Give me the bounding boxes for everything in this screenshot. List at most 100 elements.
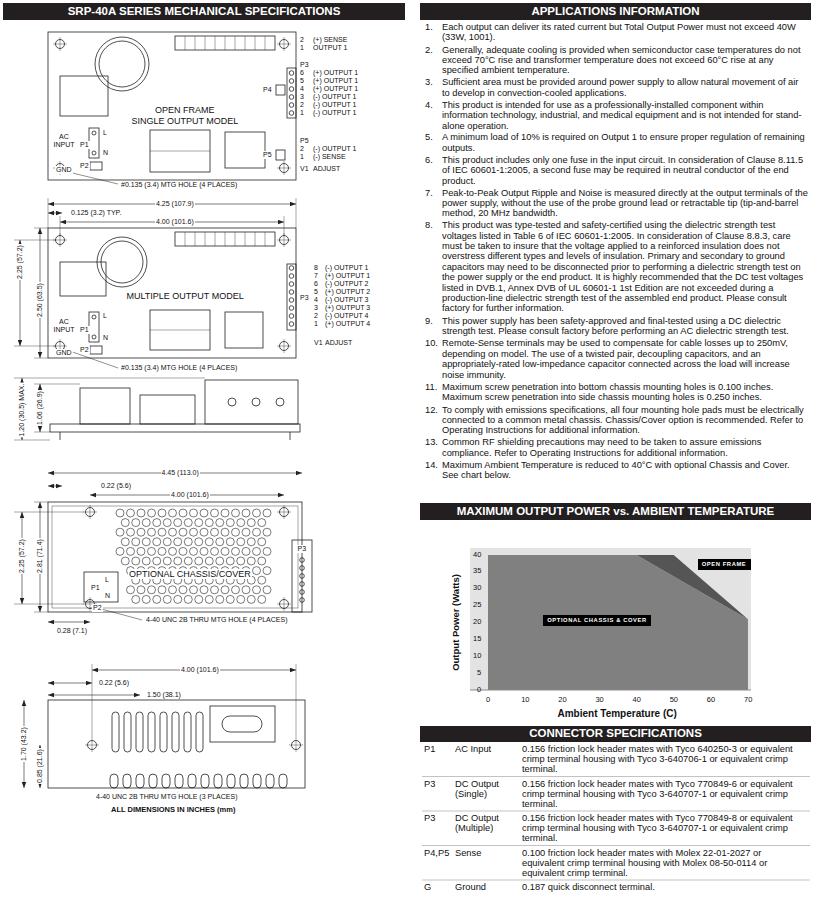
input-label: INPUT <box>53 326 76 334</box>
vent-hole <box>258 595 266 603</box>
vent-hole <box>216 557 224 565</box>
connector-pin <box>289 95 294 100</box>
connector-pin <box>289 290 294 295</box>
pin-signal: (+) SENSE <box>312 36 348 44</box>
center-mark <box>284 339 285 353</box>
terminal-name: L <box>102 312 108 320</box>
input-connector <box>89 128 99 158</box>
vent-hole <box>142 519 150 527</box>
dimension: 0.85 (21.6) <box>36 748 44 784</box>
vent-hole <box>153 557 161 565</box>
axis-title: Ambient Temperature (C) <box>558 708 677 720</box>
dimension: 2.25 (57.2) <box>16 244 24 280</box>
table-cell: Sense <box>455 848 519 858</box>
note-number: 3. <box>425 77 433 87</box>
vent-hole <box>190 509 198 517</box>
vent-hole <box>263 547 271 555</box>
note-number: 4. <box>425 100 433 110</box>
heat-sink-fin <box>245 36 246 50</box>
component <box>225 132 265 168</box>
vent-hole <box>216 538 224 546</box>
vent-hole <box>247 538 255 546</box>
pin-number: 6 <box>299 69 305 77</box>
pin-signal: (+) OUTPUT 1 <box>312 77 359 85</box>
connector-pin <box>300 590 305 595</box>
dimension: 1.70 (43.2) <box>20 726 28 762</box>
connector-pin <box>289 87 294 92</box>
table-cell: P4,P5 <box>424 848 449 858</box>
connector-pin <box>289 266 294 271</box>
vent-slot <box>124 712 131 752</box>
vent-hole <box>142 557 150 565</box>
vent-hole <box>190 586 198 594</box>
note-text: Peak-to-Peak Output Ripple and Noise is … <box>442 188 808 219</box>
center-mark <box>92 738 93 752</box>
table-cell: 0.156 friction lock header mates with Ty… <box>522 813 806 844</box>
dimension-line <box>48 213 62 214</box>
dimension: 4.00 (101.6) <box>170 491 210 499</box>
dimension: 1.06 (26.9) <box>36 390 44 426</box>
capacitor <box>101 241 143 283</box>
vent-hole <box>247 519 255 527</box>
extension-line <box>34 502 48 503</box>
vent-hole <box>200 509 208 517</box>
pin-number: 1 <box>299 44 305 52</box>
vent-hole <box>169 528 177 536</box>
connector-pin <box>92 335 96 339</box>
vent-hole <box>205 595 213 603</box>
section-header: SRP-40A SERIES MECHANICAL SPECIFICATIONS <box>3 3 405 20</box>
vent-hole <box>132 538 140 546</box>
vent-hole <box>158 547 166 555</box>
axis-tick: 0 <box>486 696 490 705</box>
extension-line <box>14 378 205 379</box>
vent-hole <box>179 509 187 517</box>
transformer-side <box>140 395 195 424</box>
vent-hole <box>237 557 245 565</box>
vent-slot <box>112 712 119 752</box>
x-axis <box>470 690 751 691</box>
vent-hole <box>142 595 150 603</box>
pin-signal: (+) OUTPUT 4 <box>324 320 371 328</box>
connector-pin <box>289 274 294 279</box>
standoff <box>290 432 291 440</box>
vent-slot <box>123 774 131 788</box>
vent-hole <box>116 509 124 517</box>
node-text: MAXIMUM OUTPUT POWER vs. AMBIENT TEMPERA… <box>457 505 775 518</box>
vent-hole <box>211 547 219 555</box>
center-mark <box>296 738 297 752</box>
vent-hole <box>237 538 245 546</box>
output-connector <box>292 540 312 612</box>
vent-hole <box>258 576 266 584</box>
vent-hole <box>169 547 177 555</box>
vent-hole <box>121 538 129 546</box>
vent-hole <box>184 538 192 546</box>
heat-sink-fin <box>185 36 186 50</box>
vent-hole <box>163 519 171 527</box>
connector-pin <box>300 566 305 571</box>
pin-number: 2 <box>299 145 305 153</box>
vent-hole <box>237 595 245 603</box>
terminal-name: N <box>104 592 111 600</box>
vent-hole <box>221 547 229 555</box>
heat-sink-side <box>205 380 298 424</box>
heat-sink-fin <box>245 232 246 246</box>
model-title: OPEN FRAME <box>154 105 216 115</box>
heat-sink-hole <box>252 398 260 406</box>
extension-line <box>14 512 84 513</box>
vent-hole <box>184 557 192 565</box>
chassis-side-outline <box>48 700 305 788</box>
extension-line <box>296 664 297 738</box>
note-number: 11. <box>425 382 437 392</box>
connector-pin <box>289 306 294 311</box>
vent-hole <box>132 595 140 603</box>
dimension: 2.50 (63.5) <box>36 282 44 318</box>
center-mark <box>284 37 285 51</box>
vent-hole <box>253 528 261 536</box>
terminal-name: N <box>102 149 109 157</box>
chart-region-tag: OPEN FRAME <box>698 559 751 570</box>
vent-hole <box>174 595 182 603</box>
note-text: Remote-Sense terminals may be used to co… <box>442 338 808 380</box>
table-cell: P1 <box>424 744 435 754</box>
axis-tick: 5 <box>477 669 481 678</box>
terminal-name: L <box>102 129 108 137</box>
